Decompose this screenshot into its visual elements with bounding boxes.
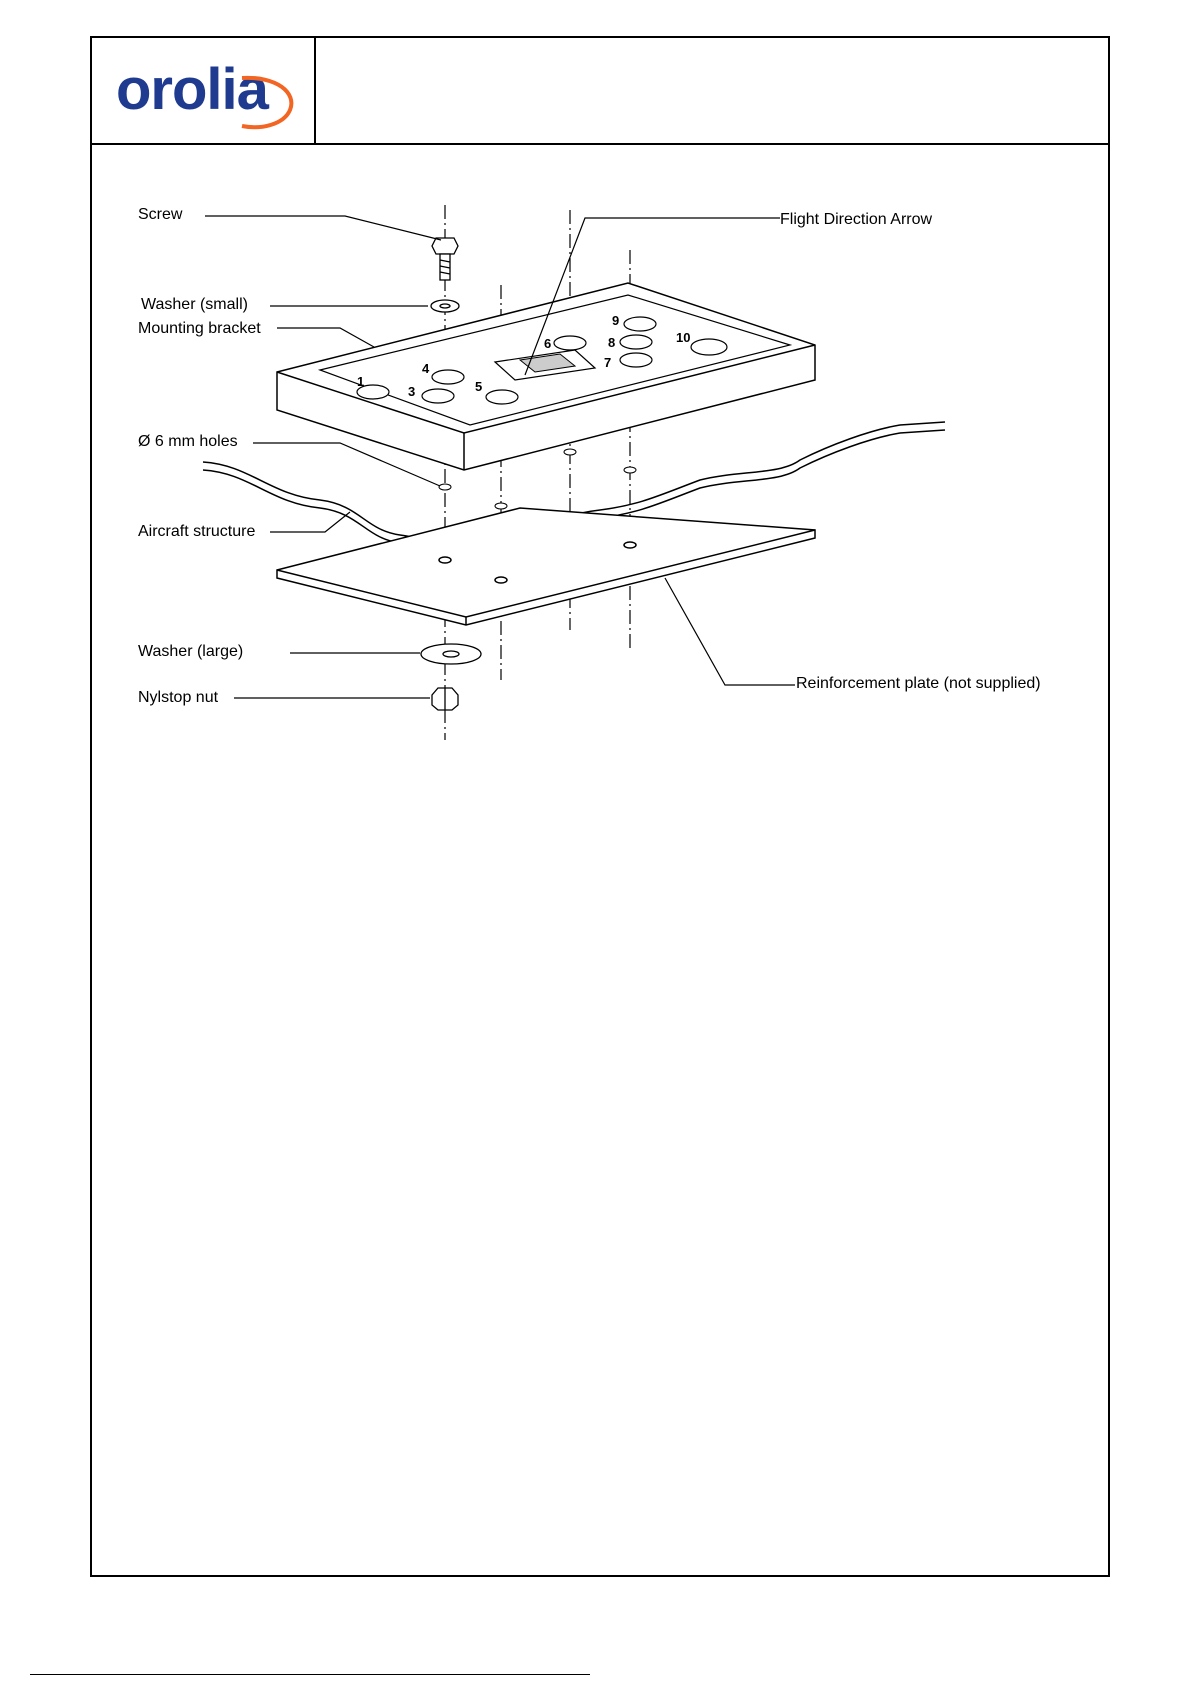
hole-number: 5 xyxy=(475,379,482,394)
label-reinforcement-plate: Reinforcement plate (not supplied) xyxy=(796,675,1041,692)
label-holes: Ø 6 mm holes xyxy=(138,433,238,450)
footer-rule xyxy=(30,1674,590,1675)
hole-number: 4 xyxy=(422,361,430,376)
label-screw: Screw xyxy=(138,206,183,223)
hole-number: 9 xyxy=(612,313,619,328)
label-washer-small: Washer (small) xyxy=(141,296,248,313)
hole-number: 7 xyxy=(604,355,611,370)
large-washer-icon xyxy=(421,644,481,664)
reinforcement-plate-shape xyxy=(277,508,815,625)
hole-number: 10 xyxy=(676,330,690,345)
label-mounting-bracket: Mounting bracket xyxy=(138,320,261,337)
nylstop-nut-icon xyxy=(432,688,458,710)
hole-number: 8 xyxy=(608,335,615,350)
leader-line-screw xyxy=(205,216,441,240)
leader-line-bracket xyxy=(277,328,374,347)
label-nylstop-nut: Nylstop nut xyxy=(138,689,219,706)
hole-number: 6 xyxy=(544,336,551,351)
leader-line-aircraft-structure xyxy=(270,512,350,532)
hole-number: 1 xyxy=(357,374,364,389)
leader-line-reinforcement-plate xyxy=(665,578,795,685)
hole-number: 3 xyxy=(408,384,415,399)
label-aircraft-structure: Aircraft structure xyxy=(138,523,255,540)
small-washer-icon xyxy=(431,300,459,312)
screw-icon xyxy=(432,238,458,280)
label-flight-direction-arrow: Flight Direction Arrow xyxy=(780,211,932,228)
label-washer-large: Washer (large) xyxy=(138,643,243,660)
